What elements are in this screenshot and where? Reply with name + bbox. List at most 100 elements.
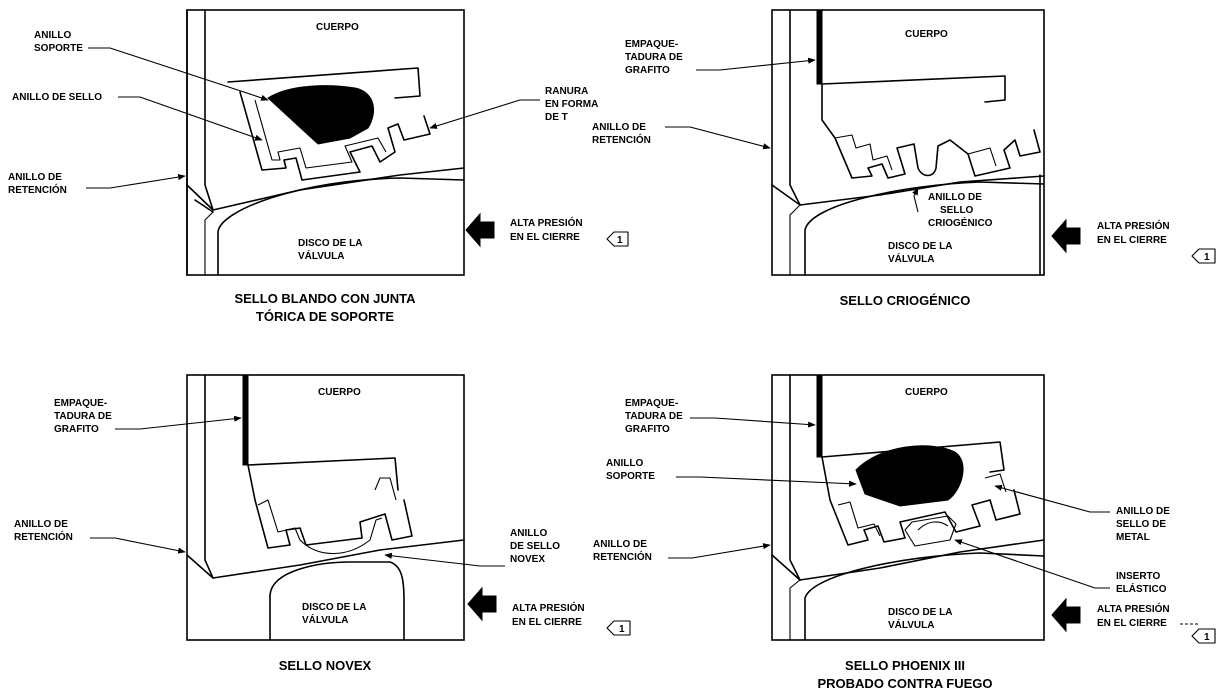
disc-label-line2: VÁLVULA — [888, 252, 934, 265]
seal-ring-inner-step — [837, 501, 881, 537]
callout-anillo-soporte-2: SOPORTE — [34, 43, 83, 54]
caption-line1: SELLO BLANDO CON JUNTA — [234, 291, 416, 306]
callout-soporte-2: SOPORTE — [606, 471, 655, 482]
callout-retencion-2: RETENCIÓN — [593, 550, 652, 563]
note-ref: 1 — [617, 235, 623, 246]
disc-label-line1: DISCO DE LA — [888, 241, 952, 252]
leader-anillo-sello — [118, 96, 263, 141]
note-ref: 1 — [1204, 632, 1210, 643]
seal-ring-upper-outline — [247, 457, 399, 491]
pressure-arrow-icon — [467, 586, 497, 622]
pressure-arrow-icon — [1051, 597, 1081, 633]
note-flag-icon — [606, 231, 629, 247]
seal-ring-upper-outline — [821, 75, 1006, 103]
graphite-packing-shape — [242, 374, 249, 466]
seal-ring-right-step — [967, 147, 997, 167]
retaining-ring-outline — [204, 374, 214, 579]
pressure-arrow-icon — [1051, 218, 1081, 254]
note-ref: 1 — [619, 624, 625, 635]
note-flag-icon — [1191, 628, 1216, 644]
seal-ring-inner-outline — [254, 99, 387, 169]
body-label: CUERPO — [318, 387, 361, 398]
callout-novex-2: DE SELLO — [510, 541, 560, 552]
retaining-ring-lower — [771, 539, 1045, 581]
leader-soporte — [676, 476, 857, 487]
support-ring-shape — [855, 445, 964, 507]
novex-seal-inner — [257, 499, 383, 555]
leader-retencion — [665, 126, 771, 150]
elastic-insert-core — [917, 521, 949, 531]
graphite-packing-shape — [816, 9, 823, 85]
leader-inserto — [954, 539, 1110, 589]
panel-frame — [771, 9, 1045, 276]
seal-ring-upper-outline — [227, 67, 421, 99]
caption-line1: SELLO PHOENIX III — [845, 658, 965, 673]
panel-sello-criogenico: CUERPO DISCO DE LA VÁLVULA ALTA PRESIÓN … — [592, 9, 1216, 308]
disc-label-line1: DISCO DE LA — [298, 238, 362, 249]
support-ring-shape — [267, 85, 375, 145]
retaining-ring-lower — [771, 175, 1045, 206]
callout-soporte-1: ANILLO — [606, 458, 643, 469]
callout-metal-1: ANILLO DE — [1116, 506, 1170, 517]
pressure-label-line2: EN EL CIERRE — [1097, 235, 1167, 246]
leader-retencion — [86, 174, 186, 189]
callout-retencion-1: ANILLO DE — [593, 539, 647, 550]
pressure-label-line2: EN EL CIERRE — [510, 232, 580, 243]
leader-metal — [994, 484, 1110, 513]
disc-left-edge — [204, 211, 214, 275]
callout-ranura-3: DE T — [545, 112, 568, 123]
leader-empaquetadura — [115, 415, 242, 430]
note-flag-icon — [606, 620, 631, 636]
callout-criogenico-3: CRIOGÉNICO — [928, 216, 993, 229]
leader-retencion — [668, 543, 771, 559]
retaining-ring-outline — [789, 9, 801, 206]
seal-ring-stepped-outline — [821, 83, 1041, 179]
callout-anillo-sello: ANILLO DE SELLO — [12, 92, 102, 103]
graphite-packing-shape — [816, 374, 823, 458]
callout-retencion-1: ANILLO DE — [14, 519, 68, 530]
callout-empaquetadura-1: EMPAQUE- — [625, 398, 678, 409]
caption-line2: TÓRICA DE SOPORTE — [256, 309, 395, 324]
callout-inserto-2: ELÁSTICO — [1116, 582, 1167, 595]
panel-sello-phoenix: CUERPO DISCO DE LA VÁLVULA ALTA PRESIÓN … — [593, 374, 1216, 691]
retaining-ring-outline — [789, 374, 801, 581]
leader-criogenico — [912, 187, 919, 213]
callout-ranura-2: EN FORMA — [545, 99, 598, 110]
callout-criogenico-2: SELLO — [940, 205, 974, 216]
pressure-label-line2: EN EL CIERRE — [512, 617, 582, 628]
disc-label-line1: DISCO DE LA — [302, 602, 366, 613]
disc-label-line2: VÁLVULA — [302, 613, 348, 626]
pressure-label-line1: ALTA PRESIÓN — [510, 216, 583, 229]
body-label: CUERPO — [905, 387, 948, 398]
body-label: CUERPO — [905, 29, 948, 40]
callout-empaquetadura-3: GRAFITO — [625, 65, 670, 76]
leader-ranura — [429, 99, 540, 129]
pressure-label-line1: ALTA PRESIÓN — [1097, 602, 1170, 615]
callout-empaquetadura-1: EMPAQUE- — [54, 398, 107, 409]
callout-anillo-soporte-1: ANILLO — [34, 30, 71, 41]
callout-metal-3: METAL — [1116, 532, 1150, 543]
valve-disc-outline — [269, 561, 405, 641]
callout-inserto-1: INSERTO — [1116, 571, 1160, 582]
valve-disc-outline — [804, 181, 1045, 276]
callout-retencion-2: RETENCIÓN — [14, 530, 73, 543]
seal-ring-stepped-outline — [821, 456, 1021, 546]
disc-label-line2: VÁLVULA — [888, 618, 934, 631]
leader-anillo-soporte — [88, 47, 269, 101]
body-label: CUERPO — [316, 22, 359, 33]
caption-line2: PROBADO CONTRA FUEGO — [817, 676, 992, 691]
callout-ranura-1: RANURA — [545, 86, 588, 97]
retaining-ring-outline — [204, 9, 214, 211]
retaining-ring-chamfer — [194, 199, 214, 213]
seal-ring-stepped-outline — [239, 91, 431, 181]
callout-empaquetadura-3: GRAFITO — [54, 424, 99, 435]
disc-left-edge — [789, 204, 801, 275]
disc-label-line1: DISCO DE LA — [888, 607, 952, 618]
pressure-label-line1: ALTA PRESIÓN — [1097, 219, 1170, 232]
callout-criogenico-1: ANILLO DE — [928, 192, 982, 203]
valve-disc-outline — [217, 177, 465, 276]
callout-novex-1: ANILLO — [510, 528, 547, 539]
caption-line1: SELLO NOVEX — [279, 658, 372, 673]
callout-empaquetadura-2: TADURA DE — [625, 411, 683, 422]
